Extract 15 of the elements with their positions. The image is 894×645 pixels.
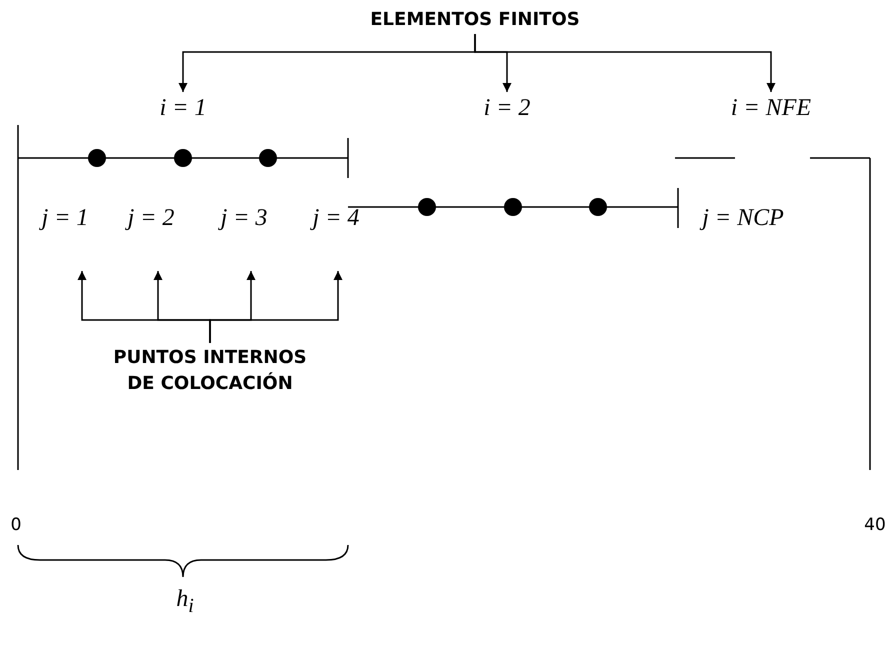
point-label: j = 2 bbox=[128, 204, 174, 232]
element-label: i = 1 bbox=[160, 94, 206, 122]
point-label: j = 1 bbox=[42, 204, 88, 232]
point-label: j = 4 bbox=[312, 204, 360, 232]
point-label: j = 3 bbox=[220, 204, 268, 232]
interval-label: h$_{i}$ bbox=[176, 586, 194, 618]
axis-value: 40 bbox=[864, 515, 886, 535]
point-label: j = NCP bbox=[702, 204, 784, 232]
arrow bbox=[209, 271, 342, 343]
heading: ELEMENTOS FINITOS bbox=[370, 8, 580, 32]
arrow bbox=[474, 34, 776, 92]
element-label: i = 2 bbox=[484, 94, 530, 122]
caption-text: PUNTOS INTERNOS DE COLOCACIÓN bbox=[112, 346, 308, 396]
element-label: i = NFE bbox=[730, 94, 812, 122]
axis-value: 0 bbox=[10, 515, 22, 535]
